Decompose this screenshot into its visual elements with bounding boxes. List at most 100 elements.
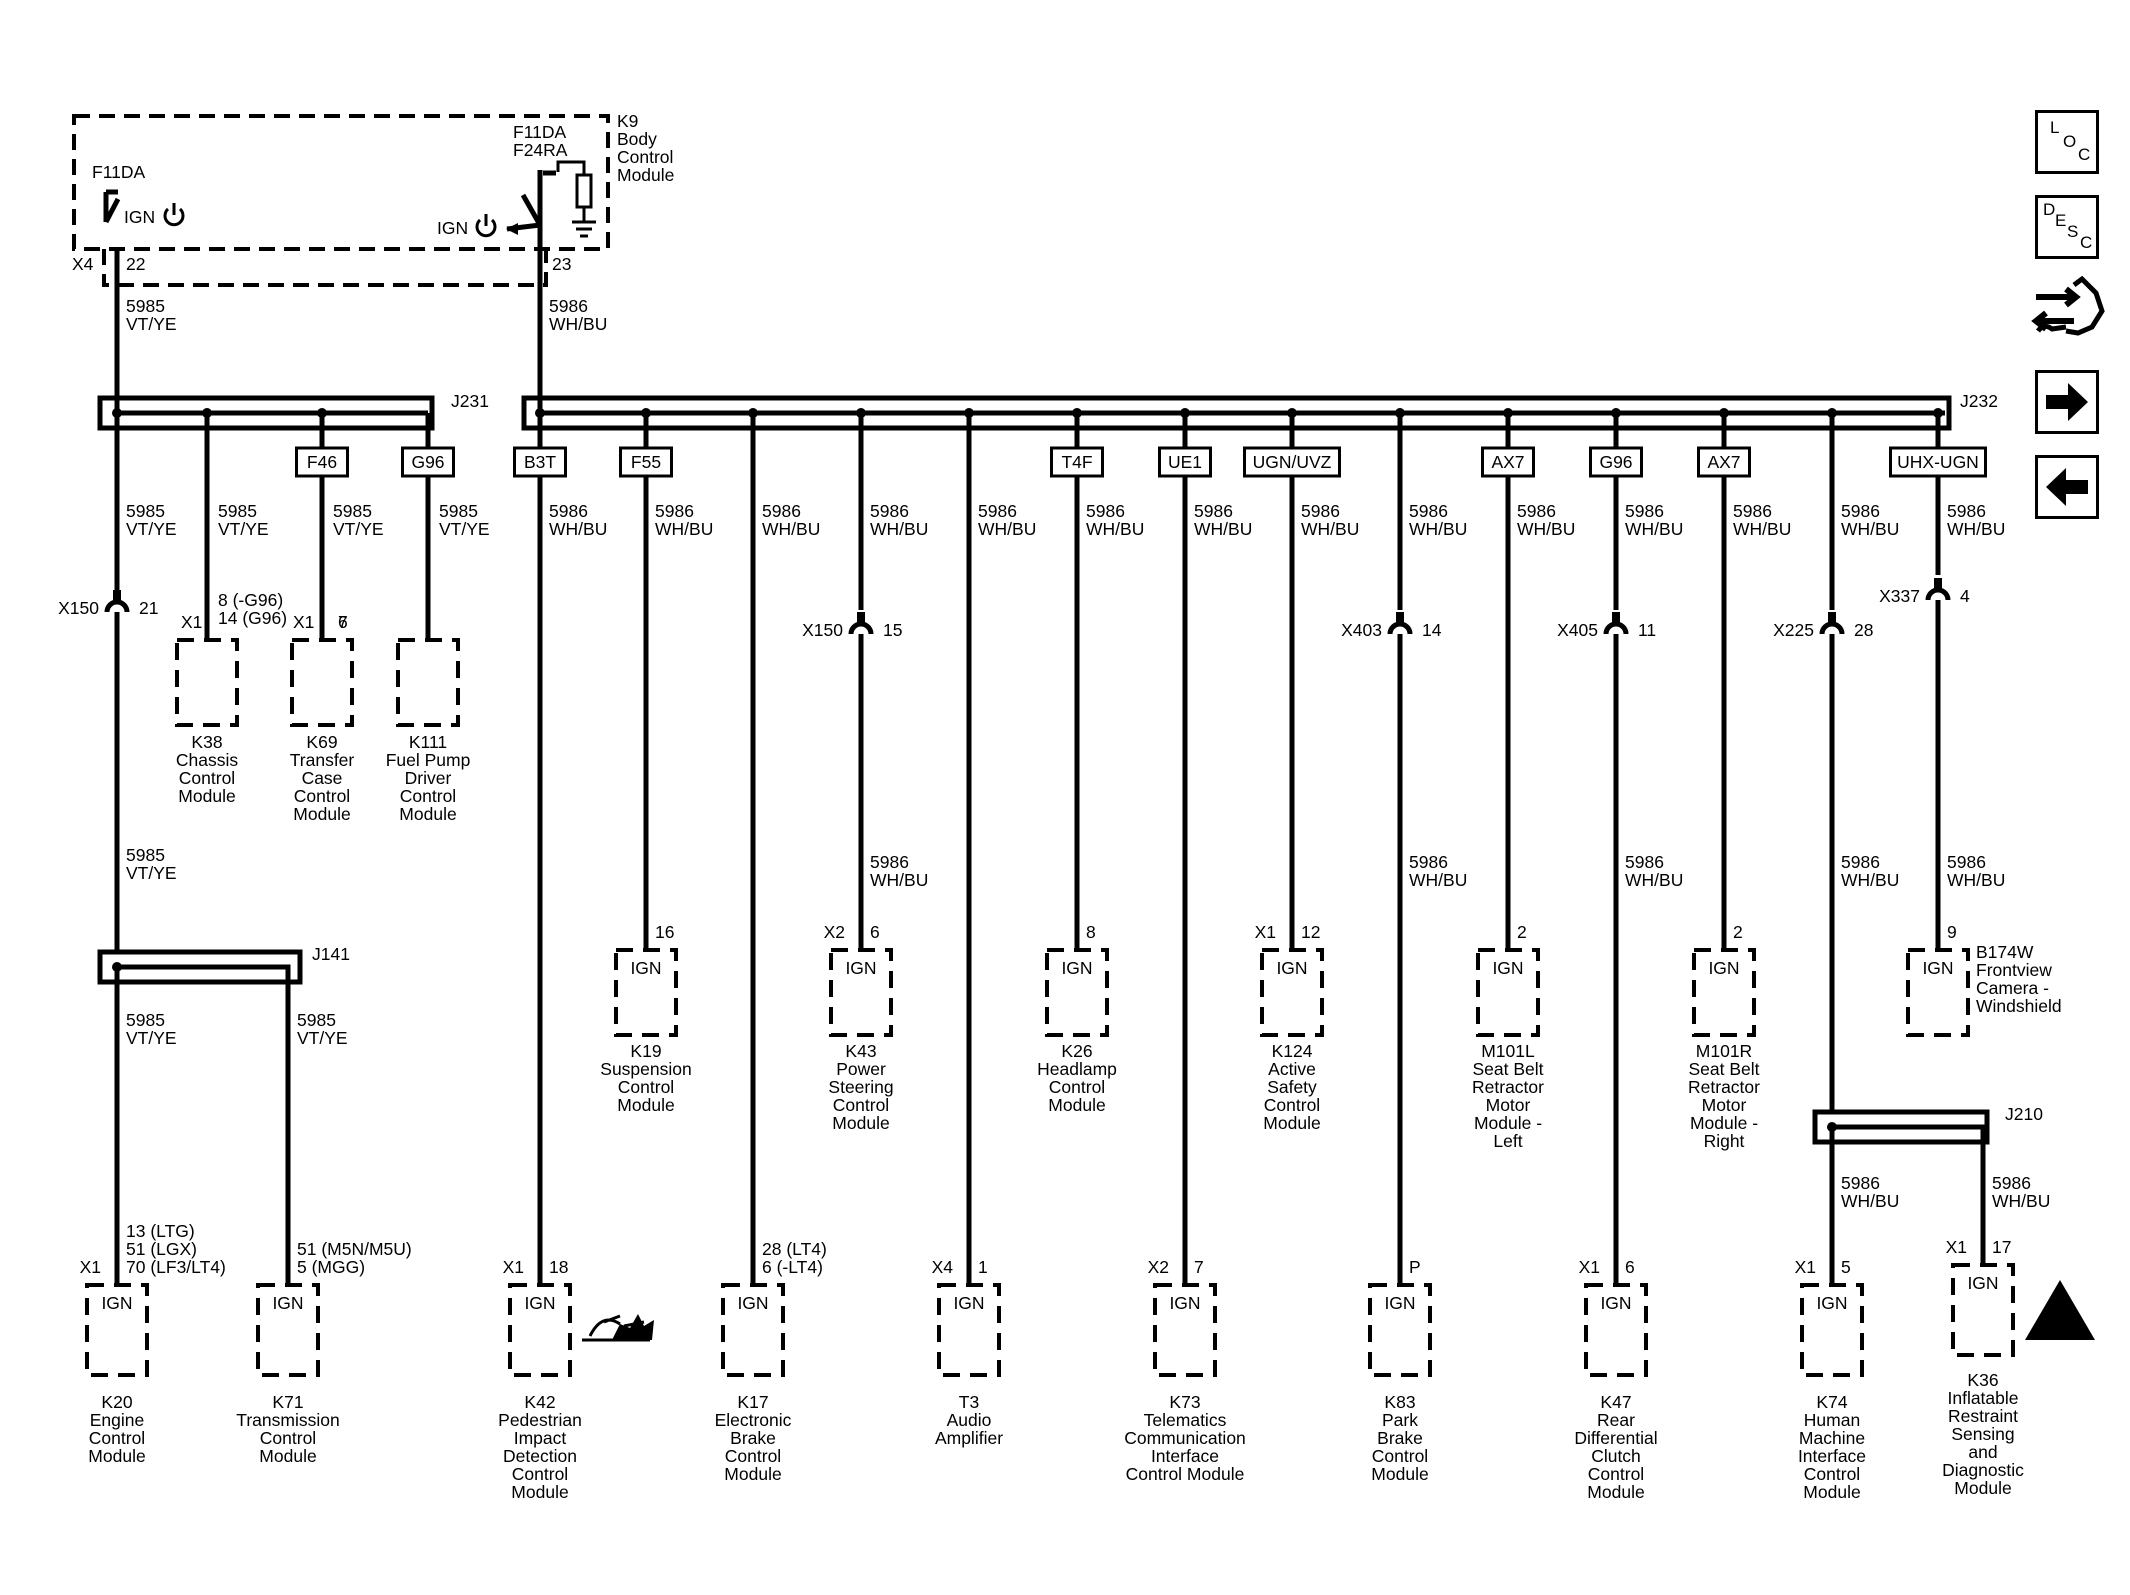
module-name: Rear <box>1597 1410 1635 1430</box>
pin-number: 6 <box>338 612 348 632</box>
module-box <box>1800 1283 1864 1377</box>
module-name: Chassis <box>176 750 238 770</box>
module-name: Transfer <box>290 750 355 770</box>
module-name: M101R <box>1696 1041 1752 1061</box>
inline-connector-id: X405 <box>1557 620 1598 640</box>
module-name: Camera - <box>1976 978 2049 998</box>
ign-label: IGN <box>1600 1293 1631 1313</box>
module-box <box>614 948 678 1037</box>
module-name: Control <box>618 1077 674 1097</box>
module-name: and <box>1968 1442 1997 1462</box>
module-name: Module <box>1371 1464 1428 1484</box>
ign-label: IGN <box>524 1293 555 1313</box>
inline-connector-pin-number: 14 <box>1422 620 1442 640</box>
connector-id: X1 <box>503 1257 524 1277</box>
option-tag-label: F55 <box>631 452 661 472</box>
module-name: Restraint <box>1948 1406 2018 1426</box>
splice-id: J141 <box>312 944 350 964</box>
ign-power-icon <box>475 214 497 238</box>
connector-id: X1 <box>1255 922 1276 942</box>
pin-number: 17 <box>1992 1237 2011 1257</box>
option-tag <box>1481 446 1535 478</box>
option-tag <box>1697 446 1751 478</box>
module-name: Audio <box>947 1410 992 1430</box>
wire-label: WH/BU <box>1194 519 1252 539</box>
wire-label: WH/BU <box>1409 870 1467 890</box>
body-control-module-box <box>72 114 610 251</box>
desc-button[interactable]: D E S C <box>2035 195 2099 259</box>
option-tag <box>401 446 455 478</box>
body-control-module-label: Control <box>617 147 673 167</box>
wire-label: WH/BU <box>1947 519 2005 539</box>
module-name: Inflatable <box>1947 1388 2018 1408</box>
module-name: Module <box>1048 1095 1105 1115</box>
module-name: K69 <box>306 732 337 752</box>
next-page-arrow-icon <box>2046 383 2088 421</box>
next-page-button[interactable] <box>2035 370 2099 434</box>
ign-label: IGN <box>1708 958 1739 978</box>
wire-label: WH/BU <box>1086 519 1144 539</box>
wire-label: 5986 <box>1625 501 1664 521</box>
ign-switch <box>103 192 121 224</box>
desc-letter-s: S <box>2067 222 2079 241</box>
wire-label: WH/BU <box>1409 519 1467 539</box>
wire-label: 5985 <box>126 501 165 521</box>
pin-number: 6 (-LT4) <box>762 1257 823 1277</box>
wire-label: WH/BU <box>870 519 928 539</box>
body-control-module-label: K9 <box>617 111 638 131</box>
module-name: Electronic <box>715 1410 792 1430</box>
module-name: Control <box>1804 1464 1860 1484</box>
wire-label: WH/BU <box>1517 519 1575 539</box>
inline-connector <box>1819 621 1845 635</box>
wire-label: WH/BU <box>1841 1191 1899 1211</box>
body-control-module-label: Body <box>617 129 657 149</box>
wire-label: WH/BU <box>762 519 820 539</box>
component-locator-icon[interactable] <box>2030 275 2106 345</box>
module-name: Communication <box>1124 1428 1246 1448</box>
wire-label: 5986 <box>655 501 694 521</box>
pedestrian-impact-icon-burst <box>612 1314 654 1340</box>
inline-connector-pin <box>1612 612 1620 624</box>
module-name: Left <box>1493 1131 1522 1151</box>
module-name: Impact <box>514 1428 567 1448</box>
module-name: Driver <box>405 768 452 788</box>
ign-label: IGN <box>101 1293 132 1313</box>
connector-id: X4 <box>72 254 94 274</box>
wire-label: 5985 <box>126 845 165 865</box>
module-name: Case <box>302 768 343 788</box>
previous-page-button[interactable] <box>2035 455 2099 519</box>
module-name: Module <box>1954 1478 2011 1498</box>
resistor-lead <box>556 160 586 175</box>
module-name: Seat Belt <box>1472 1059 1543 1079</box>
splice-pack-j141 <box>97 949 303 985</box>
module-name: Telematics <box>1144 1410 1227 1430</box>
ign-label: IGN <box>1816 1293 1847 1313</box>
connector-id: X1 <box>80 1257 101 1277</box>
pin-number: 8 <box>1086 922 1096 942</box>
resistor <box>575 173 593 209</box>
module-name: Park <box>1382 1410 1418 1430</box>
module-name: Diagnostic <box>1942 1460 2024 1480</box>
loc-letter-c: C <box>2078 145 2091 164</box>
module-box <box>1951 1263 2015 1357</box>
module-name: Suspension <box>600 1059 691 1079</box>
module-name: K71 <box>272 1392 303 1412</box>
module-box <box>1692 948 1756 1037</box>
loc-button[interactable]: L O C <box>2035 110 2099 174</box>
option-tag-label: G96 <box>411 452 444 472</box>
wire-label: VT/YE <box>218 519 269 539</box>
module-box <box>256 1283 320 1377</box>
wire-label: 5986 <box>1733 501 1772 521</box>
module-name: Control <box>89 1428 145 1448</box>
pin-number: 1 <box>978 1257 988 1277</box>
wire-label: 5986 <box>549 501 588 521</box>
wire-label: VT/YE <box>126 863 177 883</box>
wire-label: 5986 <box>870 852 909 872</box>
module-name: Control <box>1049 1077 1105 1097</box>
pin-number: 12 <box>1301 922 1320 942</box>
pin-number: 5 <box>1841 1257 1851 1277</box>
splice-id: J231 <box>451 391 489 411</box>
desc-letter-c: C <box>2080 233 2093 252</box>
module-box <box>1368 1283 1432 1377</box>
module-name: Module <box>1263 1113 1320 1133</box>
